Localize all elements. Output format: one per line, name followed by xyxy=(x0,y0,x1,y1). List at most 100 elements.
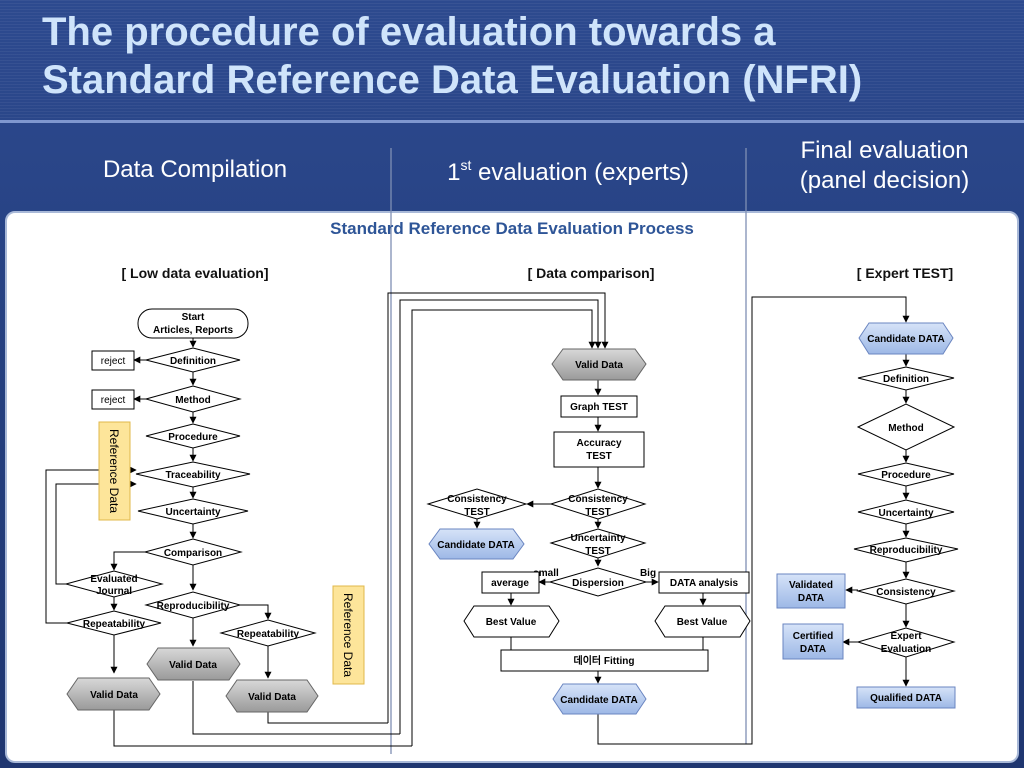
fitting-label: 데이터 Fitting xyxy=(574,654,635,667)
expert-uncertainty-decision xyxy=(857,499,955,525)
start-label-line-1: Start xyxy=(182,312,205,323)
low-method-decision xyxy=(144,385,242,413)
comparison-valid-data-label: Valid Data xyxy=(575,360,623,371)
best-value-label: Best Value xyxy=(486,617,537,628)
dispersion-label: Dispersion xyxy=(572,578,624,589)
uncertainty-test-decision xyxy=(549,528,647,559)
candidate-data-node xyxy=(428,528,525,560)
valid-data-node xyxy=(66,677,161,711)
expert-procedure-decision xyxy=(857,462,955,487)
consistency-test-decision xyxy=(549,488,647,520)
column-label-text: evaluation (experts) xyxy=(471,159,689,186)
expert-consistency-decision xyxy=(856,578,956,605)
valid-data-label: Valid Data xyxy=(248,692,296,703)
reject-box xyxy=(91,350,135,371)
low-repeatability-decision-left xyxy=(66,610,162,636)
expert-evaluation-label-line-2: Evaluation xyxy=(881,644,932,655)
column-label-line-1: Final evaluation xyxy=(800,137,969,164)
low-definition-decision xyxy=(145,347,241,373)
expert-procedure-label: Procedure xyxy=(881,470,931,481)
consistency-test-decision-left xyxy=(426,488,528,520)
candidate-data-label: Candidate DATA xyxy=(560,695,637,706)
qualified-data-box xyxy=(856,686,956,709)
column-label-ordinal-suffix: st xyxy=(460,157,472,173)
evaluated-journal-decision xyxy=(64,570,164,598)
low-repeatability-label: Repeatability xyxy=(83,619,146,630)
low-comparison-decision xyxy=(143,538,243,566)
validated-data-box xyxy=(776,573,846,609)
start-label-line-2: Articles, Reports xyxy=(153,325,233,336)
dispersion-decision xyxy=(548,567,648,597)
dispersion-small-label: small xyxy=(533,568,559,579)
low-comparison-label: Comparison xyxy=(164,548,222,559)
qualified-data-label: Qualified DATA xyxy=(870,693,942,704)
expert-method-decision xyxy=(856,403,956,451)
valid-data-node xyxy=(146,647,241,681)
low-traceability-label: Traceability xyxy=(165,470,220,481)
start-node xyxy=(137,308,249,339)
diagram-title: Standard Reference Data Evaluation Proce… xyxy=(330,219,694,238)
consistency-test-label-line-2: TEST xyxy=(585,507,611,518)
consistency-test-label-line-2: TEST xyxy=(464,507,490,518)
low-uncertainty-label: Uncertainty xyxy=(165,507,220,518)
header-divider xyxy=(0,120,1024,123)
evaluated-journal-label-line-2: Journal xyxy=(96,586,132,597)
expert-reproducibility-label: Reproducibility xyxy=(870,545,943,556)
expert-uncertainty-label: Uncertainty xyxy=(878,508,933,519)
uncertainty-test-label-line-2: TEST xyxy=(585,546,611,557)
expert-method-label: Method xyxy=(888,423,924,434)
low-reproducibility-label: Reproducibility xyxy=(157,601,230,612)
valid-data-label: Valid Data xyxy=(90,690,138,701)
low-procedure-decision xyxy=(145,423,241,449)
low-uncertainty-decision xyxy=(137,498,249,525)
best-value-node xyxy=(463,605,560,638)
average-box xyxy=(481,571,540,594)
certified-data-label-line-1: Certified xyxy=(793,631,834,642)
column-label-ordinal: 1 xyxy=(447,159,461,186)
reference-data-label-box xyxy=(332,585,365,685)
valid-data-label: Valid Data xyxy=(169,660,217,671)
consistency-test-label-line-1: Consistency xyxy=(447,494,507,505)
graph-test-box xyxy=(560,395,638,418)
expert-definition-decision xyxy=(857,366,955,391)
slide-title-line-2: Standard Reference Data Evaluation (NFRI… xyxy=(42,58,863,102)
data-analysis-box xyxy=(658,571,750,594)
low-method-label: Method xyxy=(175,395,211,406)
column-label-line-2: (panel decision) xyxy=(799,167,970,194)
dispersion-big-label: Big xyxy=(640,568,656,579)
reference-data-label-box xyxy=(98,421,131,521)
column-label-first-evaluation: 1st evaluation (experts) xyxy=(398,150,738,188)
data-analysis-label: DATA analysis xyxy=(670,578,739,589)
accuracy-test-box xyxy=(553,431,645,468)
candidate-data-node xyxy=(552,683,647,715)
expert-candidate-data-node xyxy=(858,322,954,355)
section-low-data-evaluation: [ Low data evaluation] xyxy=(121,265,268,281)
expert-candidate-data-label: Candidate DATA xyxy=(867,334,944,345)
validated-data-label-line-1: Validated xyxy=(789,580,833,591)
best-value-node xyxy=(654,605,751,638)
valid-data-node xyxy=(225,679,319,713)
expert-evaluation-label-line-1: Expert xyxy=(890,631,922,642)
candidate-data-label: Candidate DATA xyxy=(437,540,514,551)
evaluated-journal-label-line-1: Evaluated xyxy=(90,574,137,585)
reference-data-label: Reference Data xyxy=(107,429,121,513)
column-label-text: Data Compilation xyxy=(102,156,288,183)
fitting-box xyxy=(500,649,709,672)
reject-label: reject xyxy=(101,356,126,367)
slide-title-line-1: The procedure of evaluation towards a xyxy=(42,10,776,54)
slide-title: The procedure of evaluation towards a St… xyxy=(42,8,1002,104)
low-traceability-decision xyxy=(135,461,251,488)
low-procedure-label: Procedure xyxy=(168,432,218,443)
average-label: average xyxy=(491,578,529,589)
section-expert-test: [ Expert TEST] xyxy=(857,265,953,281)
reject-label: reject xyxy=(101,395,126,406)
certified-data-label-line-2: DATA xyxy=(800,644,826,655)
comparison-valid-data-node xyxy=(551,348,647,381)
reference-data-label: Reference Data xyxy=(341,593,355,677)
uncertainty-test-label-line-1: Uncertainty xyxy=(570,533,625,544)
section-data-comparison: [ Data comparison] xyxy=(528,265,655,281)
expert-evaluation-decision xyxy=(856,627,956,658)
low-definition-label: Definition xyxy=(170,356,216,367)
validated-data-label-line-2: DATA xyxy=(798,593,824,604)
